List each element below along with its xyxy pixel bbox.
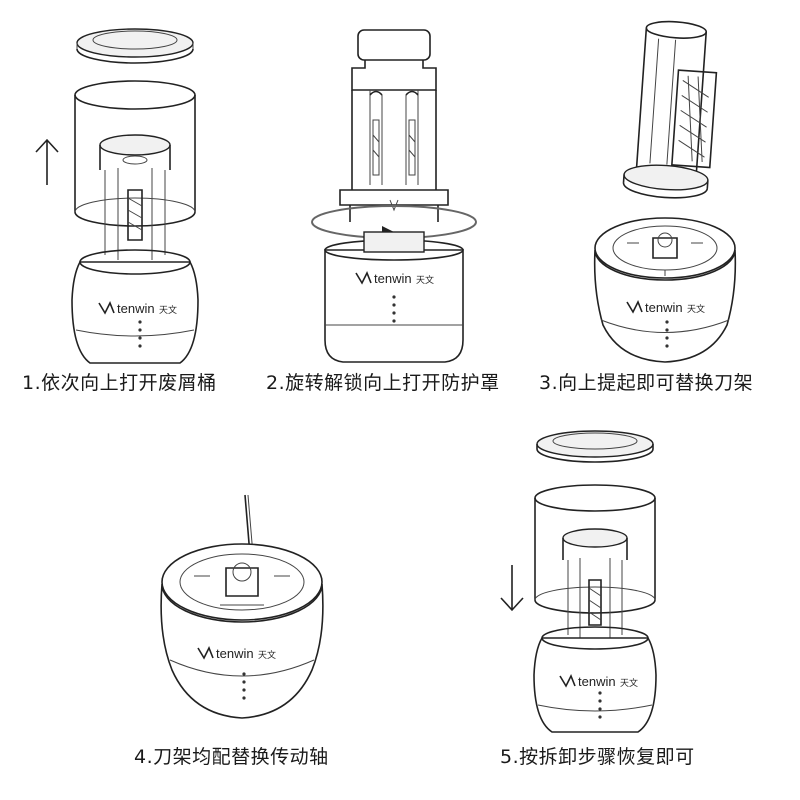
step-1-panel: tenwin 天文 1.依次向上打开废屑桶 [0,0,260,420]
brand-name: tenwin [117,301,155,316]
tenwin-logo: tenwin 天文 [355,271,434,286]
down-arrow-icon [500,565,524,612]
brand-cn: 天文 [620,677,638,688]
brand-name: tenwin [578,674,616,689]
tenwin-logo: tenwin 天文 [197,646,276,661]
step-2-illustration: tenwin 天文 [311,29,477,363]
step-3-caption: 3.向上提起即可替换刀架 [539,372,754,394]
tenwin-logo: tenwin 天文 [98,301,177,316]
step-4-panel: tenwin 天文 4.刀架均配替换传动轴 [120,460,420,790]
tenwin-logo: tenwin 天文 [559,674,638,689]
up-arrow-icon [35,138,59,185]
step-3-illustration: tenwin 天文 [593,20,737,363]
step-4-illustration: tenwin 天文 [160,494,324,719]
step-2-panel: tenwin 天文 2.旋转解锁向上打开防护罩 [266,0,535,420]
step-5-caption: 5.按拆卸步骤恢复即可 [500,746,695,768]
step-1-caption: 1.依次向上打开废屑桶 [22,372,217,394]
brand-cn: 天文 [258,649,276,660]
step-5-illustration: tenwin 天文 [500,430,657,733]
brand-name: tenwin [374,271,412,286]
brand-cn: 天文 [159,304,177,315]
brand-name: tenwin [645,300,683,315]
step-2-caption: 2.旋转解锁向上打开防护罩 [266,372,500,394]
step-1-illustration: tenwin 天文 [35,28,199,364]
step-5-panel: tenwin 天文 5.按拆卸步骤恢复即可 [470,420,730,790]
brand-name: tenwin [216,646,254,661]
step-4-caption: 4.刀架均配替换传动轴 [134,746,329,768]
step-3-panel: tenwin 天文 3.向上提起即可替换刀架 [539,0,800,420]
brand-cn: 天文 [416,274,434,285]
brand-cn: 天文 [687,303,705,314]
tenwin-logo: tenwin 天文 [626,300,705,315]
